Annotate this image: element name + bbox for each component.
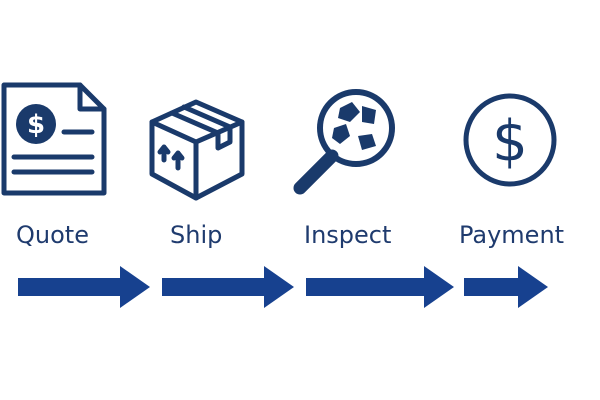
flow-arrow-icon (464, 266, 548, 308)
package-box-icon (149, 99, 245, 201)
flow-arrow-icon (162, 266, 294, 308)
svg-text:$: $ (492, 109, 528, 174)
step-label-quote: Quote (16, 221, 89, 249)
dollar-coin-icon: $ (463, 93, 557, 187)
step-label-inspect: Inspect (304, 221, 392, 249)
step-label-ship: Ship (170, 221, 223, 249)
svg-text:$: $ (27, 110, 45, 140)
invoice-dollar-icon: $ (1, 82, 107, 196)
flow-arrow-icon (306, 266, 454, 308)
flow-arrow-icon (18, 266, 150, 308)
step-label-payment: Payment (459, 221, 565, 249)
magnifier-inspect-icon (293, 89, 395, 195)
